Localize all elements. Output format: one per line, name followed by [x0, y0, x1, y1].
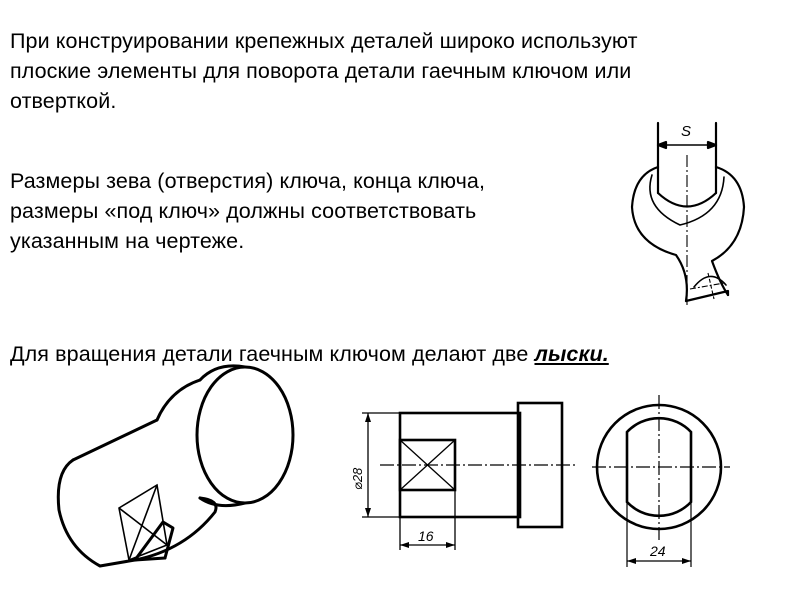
wrench-drawing: S: [630, 121, 746, 305]
flats-keyword: лыски.: [534, 342, 609, 366]
flats-text: Для вращения детали гаечным ключом делаю…: [10, 342, 535, 366]
diameter-label: ⌀28: [350, 467, 365, 490]
intro-paragraph: При конструировании крепежных деталей ши…: [10, 29, 638, 113]
flats-paragraph: Для вращения детали гаечным ключом делаю…: [10, 339, 790, 369]
wrench-sizes-paragraph: Размеры зева (отверстия) ключа, конца кл…: [10, 169, 486, 253]
end-view-drawing: 24: [592, 395, 730, 567]
side-view-drawing: ⌀28 16: [350, 401, 575, 550]
wrench-s-label: S: [681, 123, 691, 140]
flat-width-label: 24: [649, 543, 666, 559]
isometric-part-drawing: [56, 364, 295, 568]
flat-length-label: 16: [418, 528, 434, 544]
